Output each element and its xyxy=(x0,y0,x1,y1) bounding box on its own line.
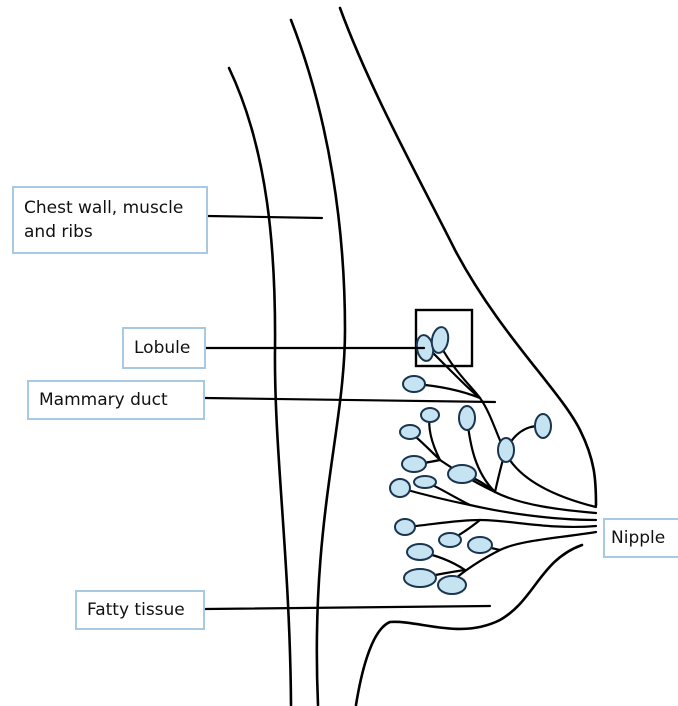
lobule-label-text: Lobule xyxy=(134,336,190,360)
lobule-17 xyxy=(404,569,436,587)
lobule-18 xyxy=(438,576,466,594)
leader-lines xyxy=(205,216,495,609)
fatty-tissue-label: Fatty tissue xyxy=(75,590,205,630)
nipple-label: Nipple xyxy=(603,518,678,558)
lobule-2 xyxy=(430,326,450,354)
chest-wall-label: Chest wall, muscle and ribs xyxy=(12,186,208,254)
lobule-3 xyxy=(403,376,425,392)
lobule-15 xyxy=(468,537,492,553)
fatty-tissue-label-text: Fatty tissue xyxy=(87,598,185,622)
fatty-tissue-leader xyxy=(205,606,490,609)
lobule-12 xyxy=(390,479,410,497)
nipple-label-text: Nipple xyxy=(611,526,665,550)
lobule-6 xyxy=(535,414,551,438)
lobule-13 xyxy=(395,519,415,535)
mammary-duct-leader xyxy=(205,398,495,402)
chest-wall-leader xyxy=(208,216,322,218)
lobule-8 xyxy=(498,438,514,462)
lobule-7 xyxy=(400,425,420,439)
lobule-9 xyxy=(402,456,426,472)
lobule-11 xyxy=(414,476,436,488)
lobule-4 xyxy=(421,408,439,422)
chest-wall-label-text: Chest wall, muscle and ribs xyxy=(24,196,196,244)
mammary-duct-label: Mammary duct xyxy=(27,380,205,420)
lobule-label: Lobule xyxy=(122,327,206,369)
chest-wall-inner-line xyxy=(291,20,345,705)
lobule-5 xyxy=(459,406,475,430)
mammary-duct-label-text: Mammary duct xyxy=(39,388,168,412)
lobule-10 xyxy=(448,465,476,483)
lobule-16 xyxy=(407,544,433,560)
lobule-14 xyxy=(439,533,461,547)
